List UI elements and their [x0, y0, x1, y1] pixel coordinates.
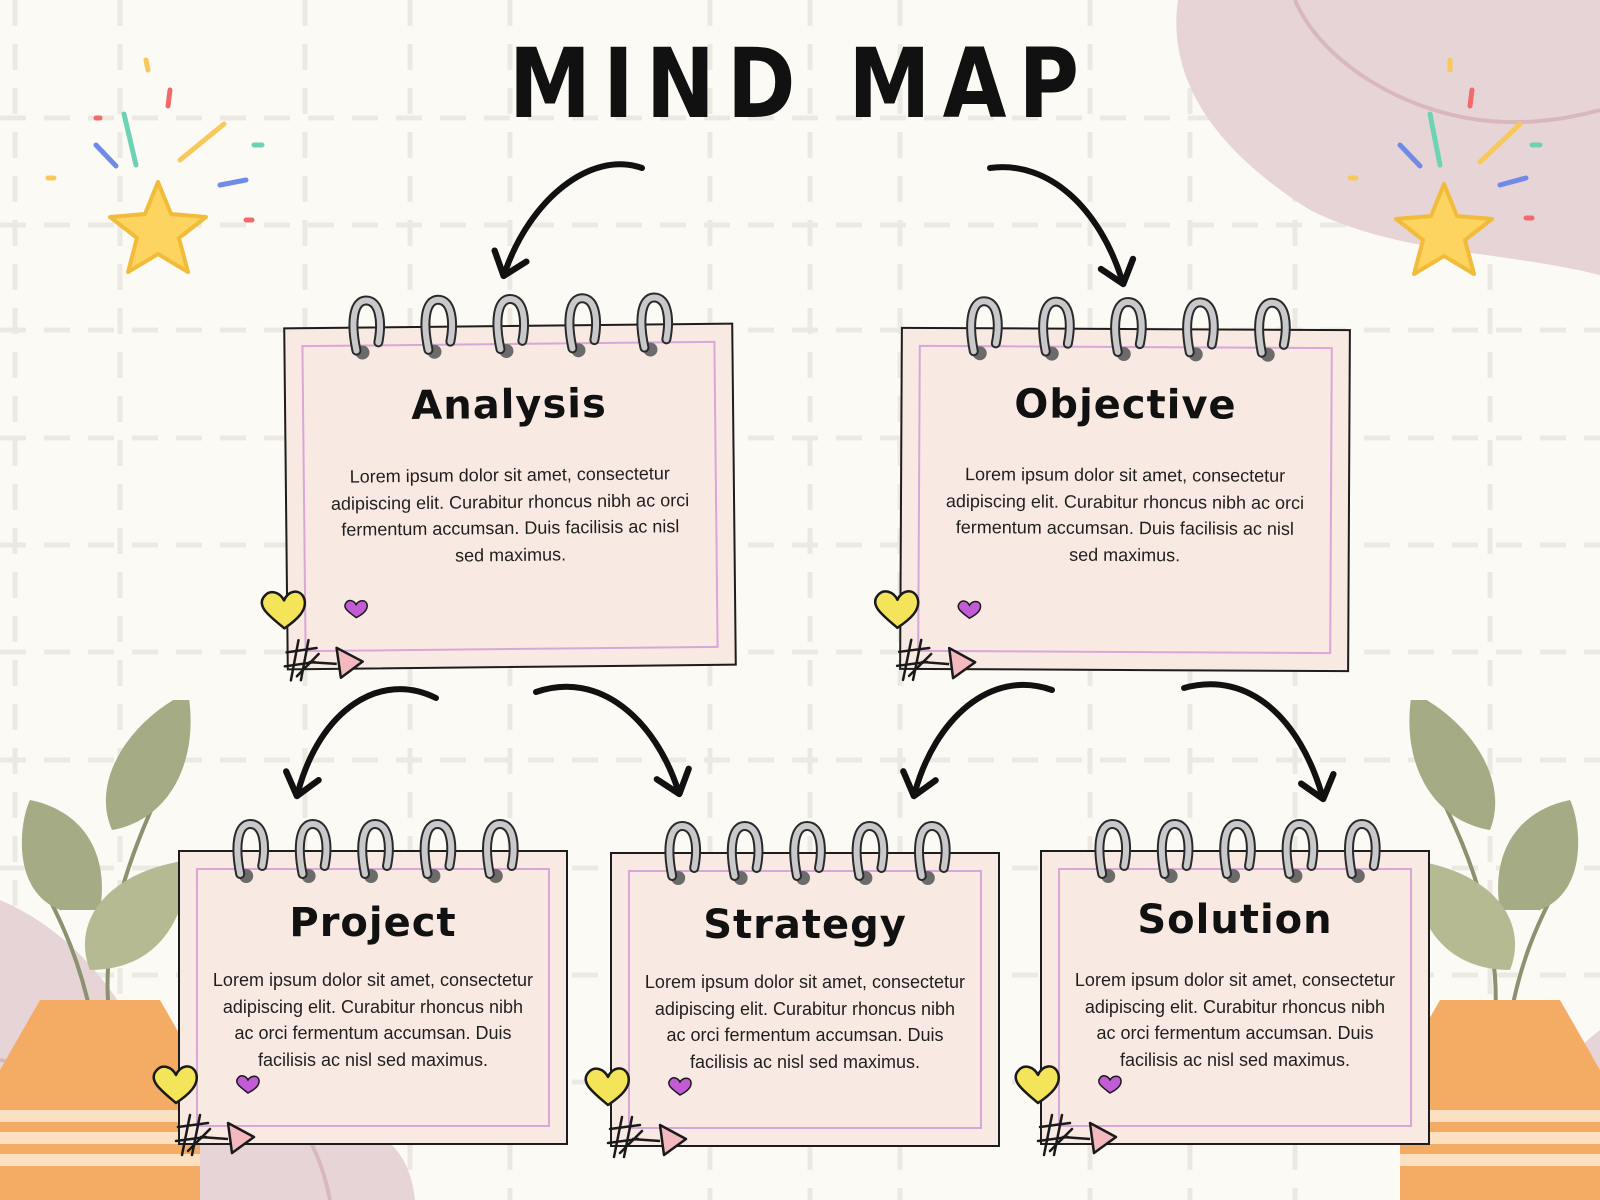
spiral-ring — [914, 820, 951, 885]
spiral-ring — [789, 820, 826, 885]
plant-icon — [1400, 700, 1600, 1200]
spiral-ring — [726, 820, 764, 885]
heart-yellow — [260, 590, 307, 630]
node-card-solution: Solution Lorem ipsum dolor sit amet, con… — [1014, 818, 1430, 1157]
triangle-icon — [226, 1121, 256, 1155]
card-body-text: Lorem ipsum dolor sit amet, consectetur … — [644, 972, 966, 1072]
arrow-objective-to-solution — [1181, 681, 1337, 803]
spiral-ring — [419, 818, 457, 883]
heart-purple — [957, 600, 982, 620]
heart-icon — [256, 587, 377, 688]
spiral-ring — [1254, 297, 1291, 362]
card-body-text: Lorem ipsum dolor sit amet, consectetur … — [945, 464, 1305, 565]
node-card-strategy: Strategy Lorem ipsum dolor sit amet, con… — [584, 820, 1000, 1159]
spiral-ring — [232, 818, 269, 883]
node-card-analysis: Analysis Lorem ipsum dolor sit amet, con… — [260, 292, 737, 682]
hashtag-icon — [606, 1115, 644, 1159]
spiral-ring — [1156, 818, 1194, 883]
triangle-icon — [658, 1123, 688, 1157]
spiral-ring — [482, 818, 519, 883]
triangle-icon — [947, 646, 977, 680]
triangle-icon — [1088, 1121, 1118, 1155]
spiral-ring — [966, 296, 1003, 361]
spiral-ring-icon — [612, 816, 998, 896]
hashtag-icon — [1036, 1113, 1074, 1157]
heart-icon — [580, 1065, 700, 1165]
spiral-ring — [357, 818, 394, 883]
arrow-analysis-to-project — [282, 686, 439, 800]
spiral-ring — [348, 295, 386, 360]
spiral-ring — [1182, 297, 1219, 362]
heart-icon — [869, 588, 990, 689]
heart-yellow — [152, 1065, 199, 1105]
arrow-title-to-analysis — [491, 161, 645, 280]
arrow-analysis-to-strategy — [533, 683, 692, 798]
card-heading: Analysis — [411, 380, 608, 430]
card-body-text: Lorem ipsum dolor sit amet, consectetur … — [1074, 970, 1396, 1070]
star-icon — [45, 57, 265, 274]
heart-icon — [148, 1063, 268, 1163]
spiral-ring — [851, 820, 889, 885]
card-body-text: Lorem ipsum dolor sit amet, consectetur … — [212, 970, 534, 1070]
spiral-ring — [1281, 818, 1319, 883]
hashtag-icon — [283, 638, 320, 682]
node-card-project: Project Lorem ipsum dolor sit amet, cons… — [152, 818, 568, 1157]
spiral-ring — [564, 293, 601, 358]
spiral-ring — [1094, 818, 1131, 883]
node-card-objective: Objective Lorem ipsum dolor sit amet, co… — [873, 296, 1351, 682]
plant-icon — [0, 700, 200, 1200]
spiral-ring — [1038, 296, 1075, 361]
spiral-ring — [636, 292, 673, 357]
card-heading: Objective — [1014, 381, 1237, 429]
hashtag-icon — [895, 638, 933, 682]
card-heading: Project — [289, 900, 457, 946]
card-body-text: Lorem ipsum dolor sit amet, consectetur … — [330, 463, 690, 566]
card-inner-frame — [1058, 868, 1412, 1127]
heart-yellow — [873, 590, 920, 630]
star-icon — [1347, 57, 1543, 276]
spiral-ring — [492, 293, 529, 359]
heart-purple — [344, 599, 368, 619]
heart-yellow — [1014, 1065, 1061, 1105]
heart-purple — [236, 1075, 260, 1094]
hashtag-icon — [174, 1113, 212, 1157]
arrow-title-to-objective — [987, 164, 1137, 288]
arrow-objective-to-solution-left — [900, 682, 1055, 800]
card-inner-frame — [628, 870, 982, 1129]
spiral-ring-icon — [285, 287, 732, 372]
triangle-icon — [335, 646, 364, 680]
spiral-ring — [294, 818, 332, 883]
spiral-ring — [664, 820, 701, 885]
page-title: MIND MAP — [508, 28, 1092, 140]
card-inner-frame — [196, 868, 550, 1127]
card-heading: Strategy — [703, 902, 907, 948]
spiral-ring-icon — [1042, 814, 1428, 894]
spiral-ring — [1344, 818, 1381, 883]
spiral-ring — [1219, 818, 1256, 883]
heart-purple — [1098, 1075, 1122, 1094]
spiral-ring — [420, 294, 457, 359]
spiral-ring-icon — [903, 291, 1349, 373]
spiral-ring-icon — [180, 814, 566, 894]
heart-purple — [668, 1077, 692, 1096]
spiral-ring — [1110, 297, 1147, 361]
heart-yellow — [584, 1067, 631, 1107]
heart-icon — [1010, 1063, 1130, 1163]
card-heading: Solution — [1137, 897, 1333, 943]
